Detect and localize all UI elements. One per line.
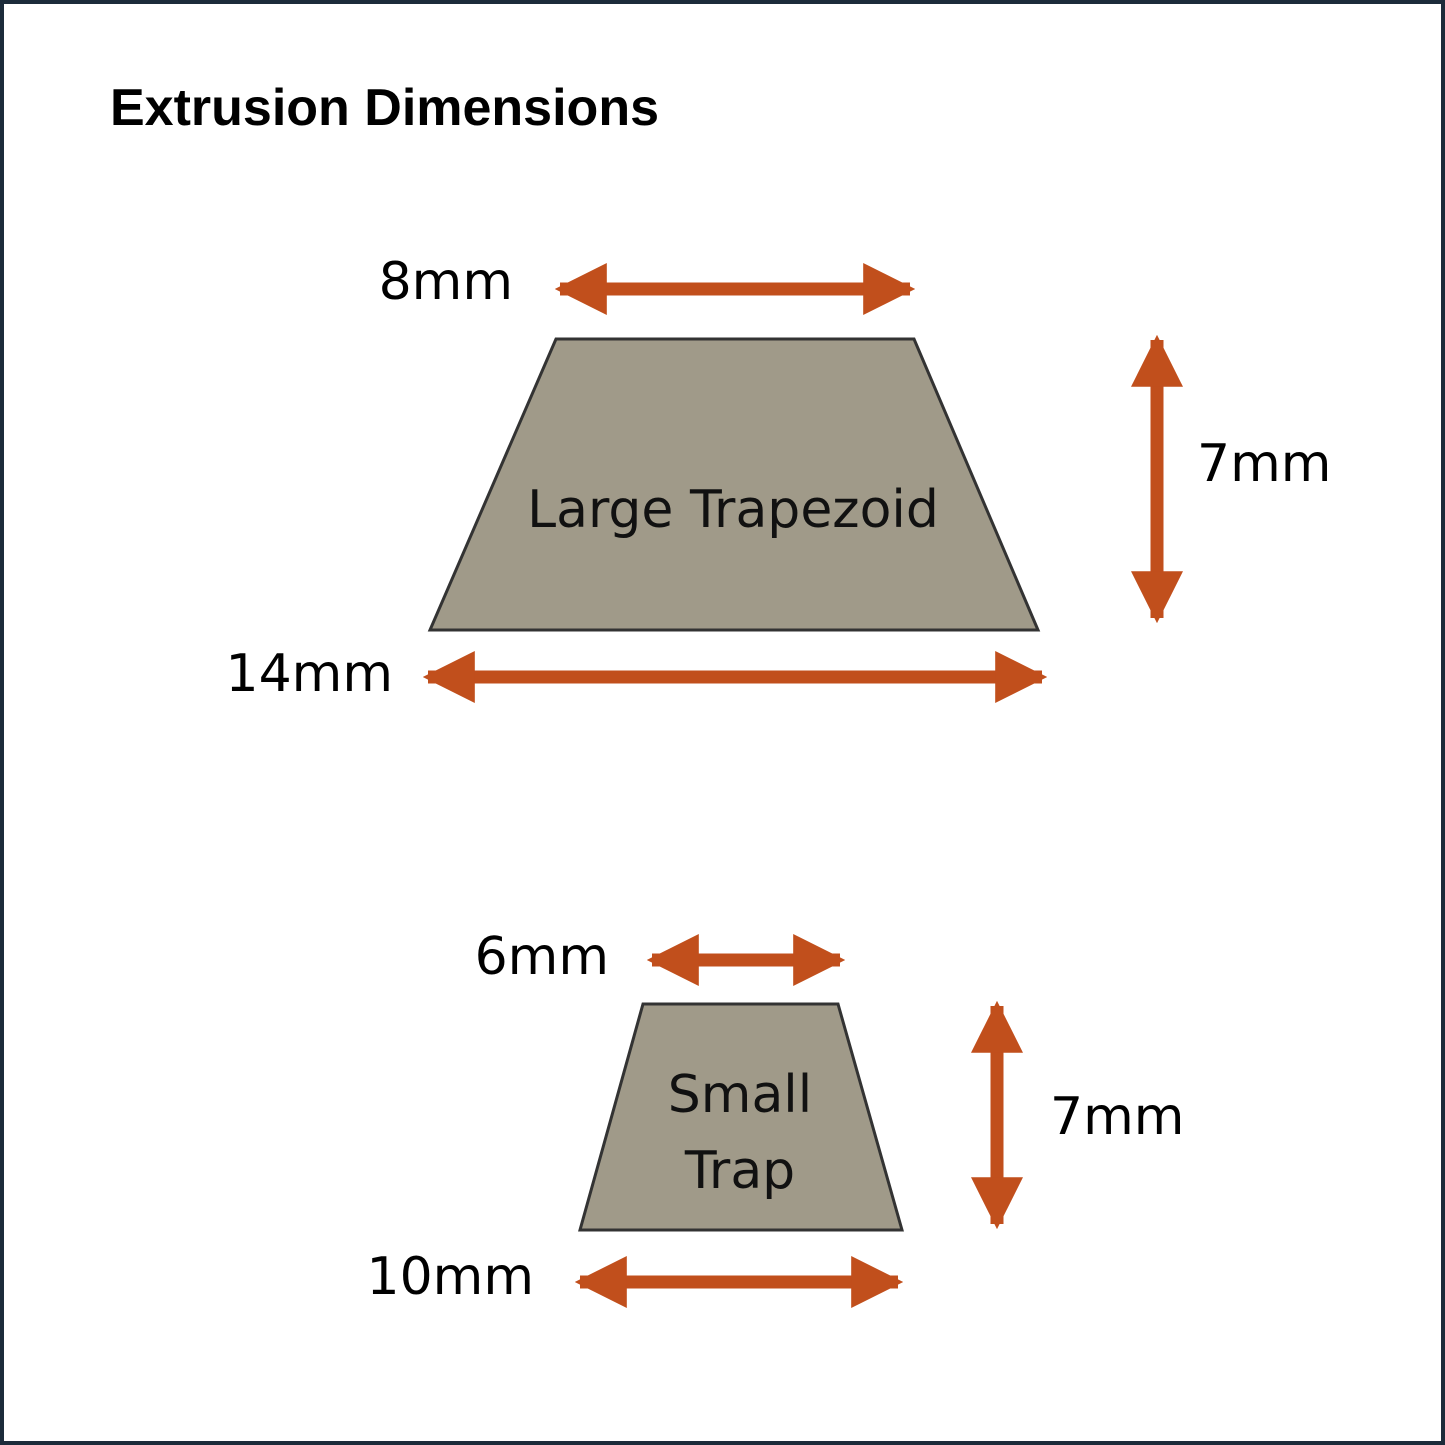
- small-height-label: 7mm: [1050, 1087, 1184, 1147]
- large-trapezoid-shape: [427, 337, 1041, 632]
- large-trapezoid-label: Large Trapezoid: [527, 480, 939, 540]
- small-trapezoid-group: Small Trap 6mm 10mm 7mm: [367, 927, 1184, 1308]
- large-height-label: 7mm: [1197, 434, 1331, 494]
- small-trapezoid-label-line1: Small: [668, 1065, 812, 1125]
- large-bottom-width-label: 14mm: [226, 644, 393, 704]
- small-bottom-width-label: 10mm: [367, 1247, 534, 1307]
- large-top-width-label: 8mm: [379, 252, 513, 312]
- large-trapezoid-group: Large Trapezoid 8mm 14mm 7mm: [226, 252, 1332, 704]
- small-trapezoid-shape: [578, 1002, 904, 1232]
- small-top-width-label: 6mm: [475, 927, 609, 987]
- small-trapezoid-label-line2: Trap: [684, 1141, 795, 1201]
- diagram-title: Extrusion Dimensions: [110, 79, 659, 137]
